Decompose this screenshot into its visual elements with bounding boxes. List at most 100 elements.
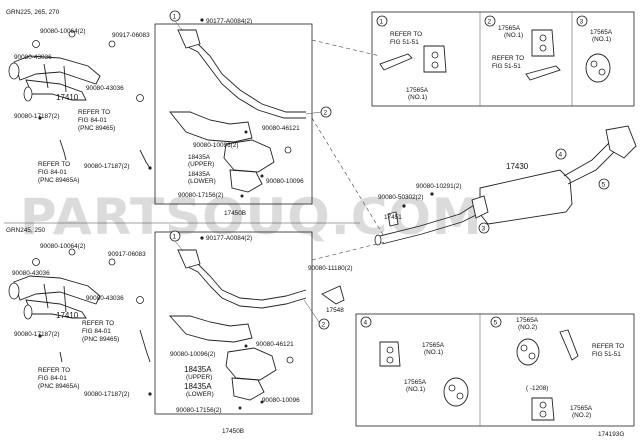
bolt-10291[interactable] <box>430 192 434 196</box>
gasket-main-front[interactable] <box>374 234 382 246</box>
inset-5-hanger-a-hole-a <box>520 344 528 352</box>
bolt-17156-top[interactable] <box>240 194 244 198</box>
label-90917-06083-top: 90917-06083 <box>112 32 150 39</box>
bottom-front-pipe-17410[interactable] <box>8 275 101 320</box>
model-header-bottom: GRN245, 250 <box>6 227 46 234</box>
inset-2-refer-l2: FIG 51-51 <box>492 63 521 70</box>
inset-2-marker-text: 2 <box>488 19 492 26</box>
inset-2-part: 17565A <box>498 25 521 32</box>
inset-1-part: 17565A <box>406 87 429 94</box>
gasket-46121-bottom[interactable] <box>286 356 294 364</box>
inset-2-hanger-hole-a <box>539 34 547 42</box>
callout-2-bottom-text: 2 <box>322 322 326 329</box>
nut-10096a-bottom[interactable] <box>244 344 248 348</box>
inset-bottom-group <box>355 313 635 427</box>
inset-3-qty: (NO.1) <box>592 36 611 43</box>
gasket-46121-top[interactable] <box>284 146 292 154</box>
inset-4-hanger-a-hole-b <box>386 356 394 364</box>
bolt-17187a-bottom[interactable] <box>38 334 42 338</box>
gasket-17451[interactable] <box>387 211 399 227</box>
label-refer-l3-bottom: (PNC 89465) <box>82 336 119 343</box>
inset-5-qty-a: (NO.2) <box>518 324 537 331</box>
inset-5-hanger-b-hole-b <box>539 410 547 418</box>
sensor-wire-bottom-b <box>139 329 151 363</box>
label-90177-a0084-bottom: 90177-A0084(2) <box>206 235 252 242</box>
inset-2-hanger-17565a[interactable] <box>531 29 555 57</box>
sensor-wire-top-b <box>139 149 151 169</box>
label-17548: 17548 <box>326 307 344 314</box>
sensor-06083-bottom[interactable] <box>108 258 116 266</box>
callout-3-main[interactable] <box>478 222 490 234</box>
bottom-y-pipe-17450B[interactable] <box>168 249 307 401</box>
inset-5-hanger-a[interactable] <box>516 338 540 366</box>
bolt-17187a-top[interactable] <box>38 116 42 120</box>
inset-4-part-a: 17565A <box>422 342 445 349</box>
label-17410-bottom: 17410 <box>56 311 79 320</box>
callout-1-top-text: 1 <box>173 14 177 21</box>
label-90080-17187a-top: 90080-17187(2) <box>14 113 59 120</box>
gasket-43036-top[interactable] <box>32 40 40 48</box>
top-y-pipe-17450B[interactable] <box>169 29 306 193</box>
label-refer-l2-bottom: FIG 84-01 <box>82 328 111 335</box>
callout-5-main[interactable] <box>598 178 610 190</box>
main-pipe-17430[interactable] <box>379 125 637 245</box>
label-90080-10064-bottom: 90080-10064(2) <box>40 243 85 250</box>
inset-3-hanger-hole-a <box>590 60 598 68</box>
nut-a0084-bottom[interactable] <box>200 236 204 240</box>
label-17430: 17430 <box>506 162 529 171</box>
label-refer-l1-bottom: REFER TO <box>82 320 114 327</box>
gasket-43036b-top[interactable] <box>136 94 144 102</box>
inset-1-refer-l2: FIG 51-51 <box>390 39 419 46</box>
label-90080-43036-bottom: 90080-43036 <box>12 270 50 277</box>
bolt-17156-bottom[interactable] <box>238 406 242 410</box>
label-90080-43036b-bottom: 90080-43036 <box>86 295 124 302</box>
inset-4-hanger-a-hole-a <box>386 346 394 354</box>
gasket-43036-bottom[interactable] <box>32 258 40 266</box>
inset-5-marker <box>490 316 502 328</box>
inset-5-hanger-bracket[interactable] <box>559 329 579 361</box>
inset-5-refer-l2: FIG 51-51 <box>592 351 621 358</box>
label-90080-17156-bottom: 90080-17156(2) <box>176 407 221 414</box>
bolt-10096b-bottom[interactable] <box>260 400 264 404</box>
bolt-17187b-bottom[interactable] <box>148 392 152 396</box>
clamp-17548[interactable] <box>321 285 345 305</box>
nut-10064-bottom[interactable] <box>68 248 76 256</box>
inset-1-hanger-bracket[interactable] <box>379 53 413 71</box>
inset-3-hanger-17565a[interactable] <box>585 53 611 83</box>
top-assembly-box <box>154 23 313 205</box>
nut-a0084-top[interactable] <box>200 18 204 22</box>
label-90080-46121-bottom: 90080-46121 <box>256 341 294 348</box>
bolt-10096b-top[interactable] <box>260 174 264 178</box>
inset-1-hanger-17565a[interactable] <box>423 45 447 73</box>
inset-top-group <box>371 11 635 107</box>
inset-4-hanger-a[interactable] <box>379 341 401 367</box>
inset-4-hanger-b[interactable] <box>443 377 469 407</box>
inset-5-hanger-b[interactable] <box>531 397 555 421</box>
inset-1-hanger-hole-a <box>431 51 439 59</box>
callout-1-bottom-text: 1 <box>173 234 177 241</box>
sensor-06083-top[interactable] <box>108 40 116 48</box>
label-refer2-l1-bottom: REFER TO <box>38 367 70 374</box>
bolt-50302[interactable] <box>402 204 406 208</box>
label-18435a-lower-top: 18435A <box>188 171 211 178</box>
inset-3-marker <box>576 15 588 27</box>
inset-1-marker-text: 1 <box>380 19 384 26</box>
label-refer-84b-l3-top: (PNC 89465A) <box>38 177 80 184</box>
inset-1-marker <box>376 15 388 27</box>
model-header-top: GRN225, 265, 270 <box>6 9 60 16</box>
inset-4-hanger-b-hole-a <box>448 384 456 392</box>
nut-10096a-top[interactable] <box>244 130 248 134</box>
gasket-43036b-bottom[interactable] <box>136 296 144 304</box>
top-front-pipe-17410[interactable] <box>8 55 101 102</box>
label-90080-50302: 90080-50302(2) <box>378 194 423 201</box>
inset-2-hanger-bracket[interactable] <box>525 65 561 81</box>
label-90080-10096a-bottom: 90080-10096(2) <box>170 351 215 358</box>
nut-10064-top[interactable] <box>68 30 76 38</box>
inset-4-qty-b: (NO.1) <box>406 386 425 393</box>
callout-3-main-text: 3 <box>482 226 486 233</box>
callout-4-main[interactable] <box>555 148 567 160</box>
callout-2-bottom[interactable] <box>318 318 330 330</box>
label-refer2-l3-bottom: (PNC 89465A) <box>38 383 80 390</box>
